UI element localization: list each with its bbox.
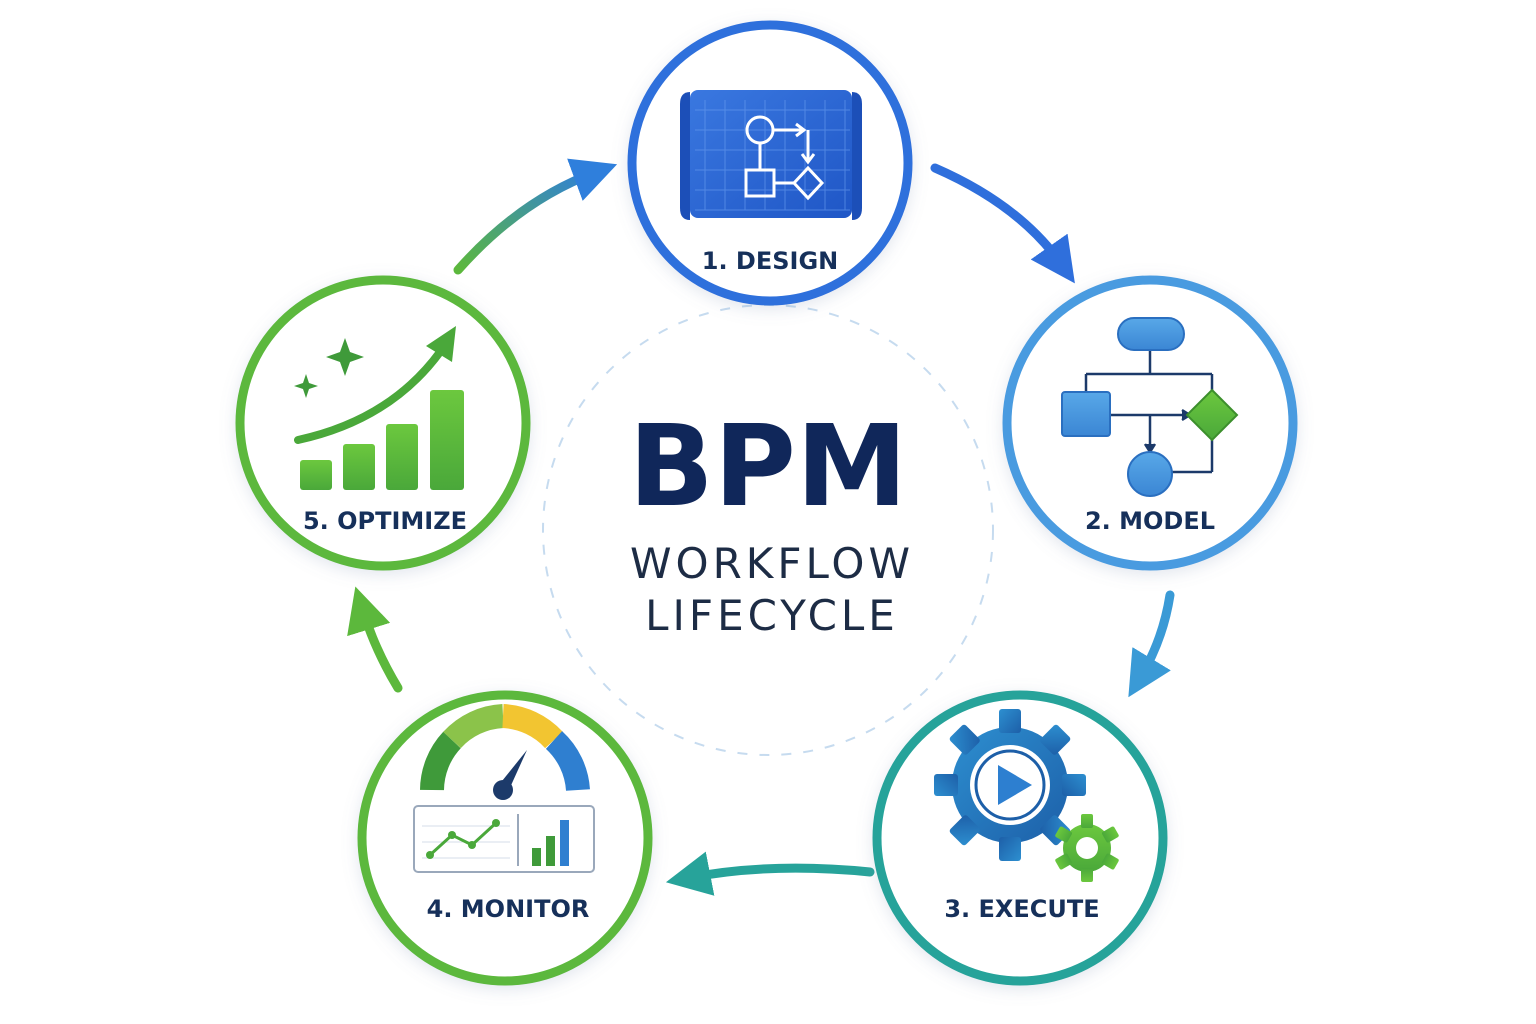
sparkle-icon xyxy=(326,338,364,376)
center-subtitle-line2: LIFECYCLE xyxy=(645,591,899,640)
flowchart-icon xyxy=(1061,317,1239,497)
gauge-dashboard-icon xyxy=(413,704,595,873)
cycle-arrows xyxy=(347,158,1175,896)
blueprint-icon xyxy=(680,90,862,220)
stage-label-monitor: 4. MONITOR xyxy=(427,895,590,923)
stage-label-design: 1. DESIGN xyxy=(702,247,839,275)
stage-label-optimize: 5. OPTIMIZE xyxy=(303,507,467,535)
center-subtitle-line1: WORKFLOW xyxy=(630,539,914,588)
stage-label-execute: 3. EXECUTE xyxy=(944,895,1099,923)
arrow-monitor-to-optimize xyxy=(347,586,403,693)
growth-chart-icon xyxy=(294,326,464,490)
arrow-optimize-to-design xyxy=(453,158,618,275)
center-hub: BPM WORKFLOW LIFECYCLE xyxy=(542,304,994,756)
stage-execute[interactable]: 3. EXECUTE xyxy=(872,690,1168,986)
arrow-model-to-execute xyxy=(1128,590,1175,698)
arrow-design-to-model xyxy=(930,163,1075,284)
stage-monitor[interactable]: 4. MONITOR xyxy=(357,690,653,986)
gear-play-icon xyxy=(934,709,1119,882)
sparkle-icon xyxy=(294,374,318,398)
stage-design[interactable]: 1. DESIGN xyxy=(627,20,913,306)
center-title: BPM xyxy=(629,402,908,532)
stage-optimize[interactable]: 5. OPTIMIZE xyxy=(235,275,531,571)
arrow-execute-to-monitor xyxy=(665,851,875,896)
stage-label-model: 2. MODEL xyxy=(1085,507,1215,535)
stage-model[interactable]: 2. MODEL xyxy=(1002,275,1298,571)
